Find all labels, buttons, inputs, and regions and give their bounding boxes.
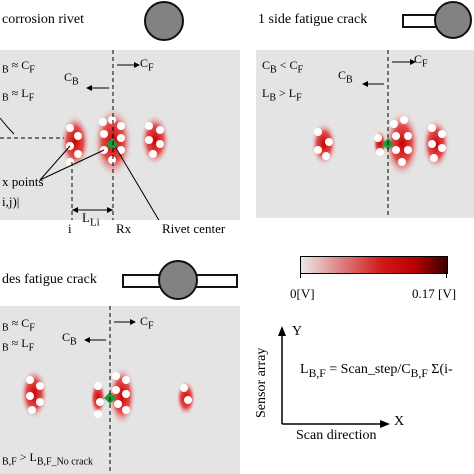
- points-label: x points: [2, 174, 44, 189]
- i-label: i: [68, 221, 72, 236]
- cf-label-2: CF: [414, 52, 428, 70]
- scan-direction-label: Scan direction: [296, 428, 377, 443]
- colorbar-max-label: 0.17 [V]: [412, 286, 457, 301]
- panel-1-side-crack: [256, 50, 474, 218]
- rivet-icon-corrosion: [144, 1, 184, 41]
- title-2-sides-crack: des fatigue crack: [2, 272, 97, 287]
- ij-label: i,j)|: [2, 194, 20, 209]
- cond-lbf-gt-nocrack: B,F > LB,F_No crack: [2, 450, 93, 468]
- colorbar-tick-max: [446, 272, 447, 278]
- cb-label-3: CB: [62, 330, 77, 348]
- panel-2-sides-crack: [0, 306, 240, 474]
- y-axis-label: Y: [292, 324, 303, 339]
- colorbar-tick-min: [300, 272, 301, 278]
- cond-lb-gt-lf: LB > LF: [262, 86, 302, 104]
- crack-bar-right-icon: [194, 274, 238, 288]
- cb-label-2: CB: [338, 68, 353, 86]
- signal-cluster-right: [140, 114, 170, 166]
- title-1-side-crack: 1 side fatigue crack: [258, 12, 368, 27]
- signal-cluster-left: [60, 114, 90, 170]
- panel-corrosion: [0, 50, 240, 220]
- rivet-icon-1-side: [434, 1, 472, 39]
- formula: LB,F = Scan_step/CB,F Σ(i-: [300, 362, 453, 380]
- cond-lb-lf-3: B ≈ LF: [2, 336, 35, 354]
- rivet-center-marker: [106, 138, 118, 150]
- x-axis-label: X: [394, 414, 405, 429]
- cond-cb-cf: B ≈ CF: [2, 58, 35, 76]
- colorbar: [300, 256, 448, 274]
- lli-label: LLi: [82, 210, 100, 229]
- panel-2-sides-graphics: [20, 306, 196, 474]
- rivet-center-label: Rivet center: [162, 221, 226, 236]
- panel-corrosion-graphics: [0, 50, 170, 220]
- sensor-array-label: Sensor array: [254, 347, 269, 418]
- cf-label-3: CF: [140, 314, 154, 332]
- rivet-icon-2-sides: [158, 260, 198, 300]
- cb-label: CB: [64, 70, 79, 88]
- cf-label: CF: [140, 56, 154, 74]
- panel-1-side-graphics: [311, 50, 450, 218]
- title-corrosion-rivet: corrosion rivet: [2, 12, 85, 27]
- colorbar-min-label: 0[V]: [290, 286, 315, 301]
- rx-label: Rx: [116, 221, 132, 236]
- cond-cb-cf-3: B ≈ CF: [2, 316, 35, 334]
- cond-lb-lf: B ≈ LF: [2, 86, 35, 104]
- cond-cb-lt-cf: CB < CF: [262, 58, 304, 76]
